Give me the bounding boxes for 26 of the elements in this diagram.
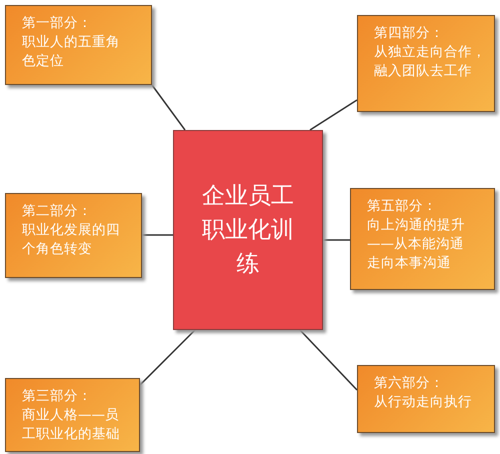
section-heading: 第四部分： [374, 24, 445, 43]
connector-line [323, 239, 350, 241]
section-box [5, 193, 142, 278]
section-heading: 第二部分： [22, 202, 93, 221]
section-box [5, 5, 152, 85]
section-text: 商业人格——员工职业化的基础 [22, 406, 120, 444]
section-box [357, 15, 495, 112]
section-box [5, 378, 140, 452]
connector-line [139, 329, 196, 386]
section-text: 职业人的五重角色定位 [22, 33, 120, 71]
section-box [350, 188, 495, 290]
connector-line [310, 99, 358, 131]
section-text: 向上沟通的提升——从本能沟通走向本事沟通 [367, 216, 465, 273]
section-box [357, 365, 495, 433]
section-heading: 第五部分： [367, 197, 438, 216]
connector-line [151, 84, 186, 130]
title-text: 企业员工职业化训练 [201, 182, 295, 279]
section-text: 职业化发展的四个角色转变 [22, 221, 120, 259]
connector-line [299, 329, 358, 391]
section-heading: 第六部分： [374, 374, 445, 393]
section-heading: 第一部分： [22, 14, 93, 33]
section-text: 从独立走向合作，融入团队去工作 [374, 43, 486, 81]
section-heading: 第三部分： [22, 387, 93, 406]
connector-line [142, 234, 173, 236]
title-box [173, 130, 323, 330]
section-text: 从行动走向执行 [374, 393, 473, 412]
